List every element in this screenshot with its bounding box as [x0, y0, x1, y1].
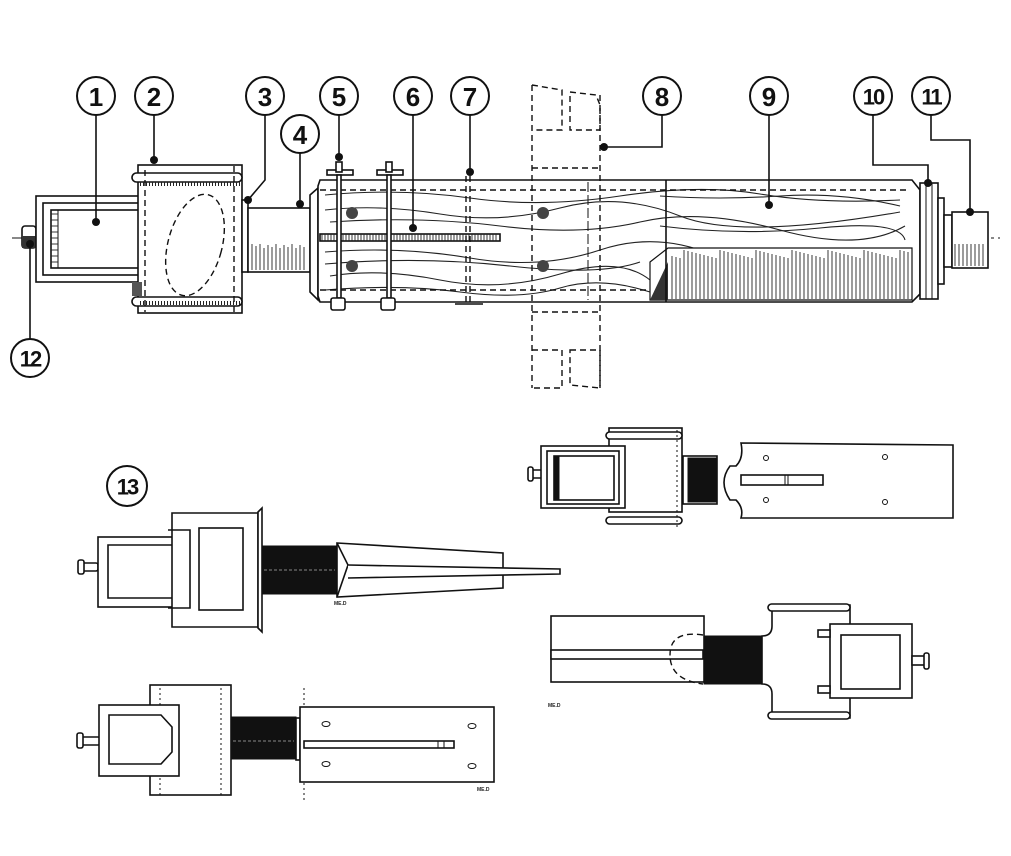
- leader-dot: [924, 179, 932, 187]
- leader-dot: [244, 196, 252, 204]
- callout-number: 1: [89, 82, 103, 112]
- callout-3: 3: [244, 76, 285, 204]
- callout-circle: [749, 76, 789, 116]
- callout-2: 2: [134, 76, 174, 164]
- leader-dot: [26, 240, 34, 248]
- callout-10: 10: [853, 76, 932, 187]
- callout-1: 1: [76, 76, 116, 226]
- callout-6: 6: [393, 76, 433, 232]
- lens-tube-4: [241, 186, 319, 302]
- callout-number: 9: [762, 82, 776, 112]
- callout-number: 2: [147, 82, 161, 112]
- callout-circle: [642, 76, 682, 116]
- svg-text:13: 13: [117, 475, 139, 500]
- callout-13: 13: [106, 465, 148, 507]
- phantom-bracket-8: [531, 84, 601, 389]
- leader-dot: [600, 143, 608, 151]
- artist-signature: ME.D: [334, 601, 347, 607]
- clamp-bolts-5: [326, 161, 404, 311]
- leader-line: [247, 115, 266, 201]
- leader-line: [872, 115, 929, 183]
- callout-9: 9: [749, 76, 789, 209]
- callout-number: 8: [655, 82, 669, 112]
- callout-number: 5: [332, 82, 346, 112]
- leader-line: [604, 115, 663, 148]
- through-pin-7: [455, 176, 483, 306]
- artist-signature: ME.D: [477, 787, 490, 793]
- sub-view-plate-top: [527, 427, 954, 530]
- leader-dot: [966, 208, 974, 216]
- leader-dot: [296, 200, 304, 208]
- sub-view-tapered-spike: ME.D: [77, 506, 561, 634]
- sub-view-plate-reversed: ME.D: [548, 603, 930, 720]
- callout-8: 8: [600, 76, 682, 151]
- leader-line: [930, 115, 971, 212]
- leader-dot: [409, 224, 417, 232]
- callout-circle: [450, 76, 490, 116]
- condenser-housing-2: [131, 164, 243, 314]
- main-side-view: [12, 84, 1000, 389]
- callout-circle: [911, 76, 951, 116]
- end-cap-11: [943, 211, 989, 269]
- leader-dot: [92, 218, 100, 226]
- callout-number: 10: [863, 85, 885, 110]
- callout-4: 4: [280, 114, 320, 208]
- artist-signature: ME.D: [548, 703, 561, 709]
- sub-view-plate-slotted: ME.D: [76, 684, 495, 800]
- leader-dot: [335, 153, 343, 161]
- callout-circle: [280, 114, 320, 154]
- leader-dot: [765, 201, 773, 209]
- callout-5: 5: [319, 76, 359, 161]
- wooden-body-9: [317, 179, 921, 303]
- callout-circle: [10, 338, 50, 378]
- callout-circle: [245, 76, 285, 116]
- callout-12: 12: [10, 240, 50, 378]
- callout-number: 4: [293, 120, 308, 150]
- callout-number: 11: [921, 85, 942, 110]
- callout-circle: [134, 76, 174, 116]
- callout-circle: [76, 76, 116, 116]
- leader-dot: [150, 156, 158, 164]
- callout-circle: [393, 76, 433, 116]
- callout-number: 3: [258, 82, 272, 112]
- callout-number: 7: [463, 82, 477, 112]
- callout-11: 11: [911, 76, 974, 216]
- callout-circle: [853, 76, 893, 116]
- callout-number: 6: [406, 82, 420, 112]
- collar-ring-10: [919, 182, 945, 300]
- callout-number: 12: [20, 347, 42, 372]
- leader-dot: [466, 168, 474, 176]
- callout-circle: [319, 76, 359, 116]
- callout-7: 7: [450, 76, 490, 176]
